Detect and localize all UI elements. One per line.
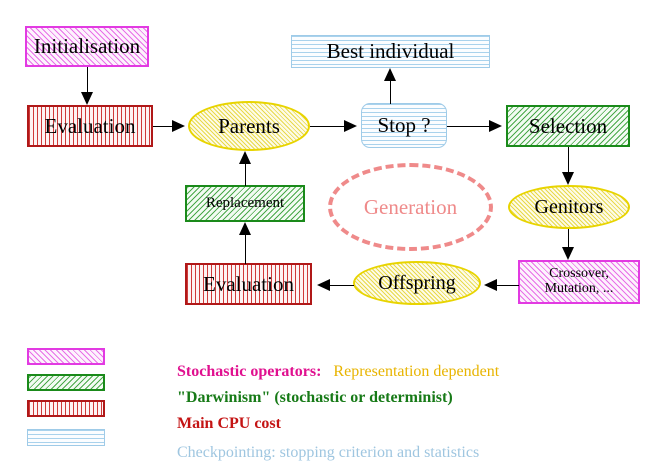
edge-evaluation-to-parents bbox=[153, 126, 175, 127]
edge-stop-to-best-individual bbox=[390, 78, 391, 104]
legend-swatch-stochastic-operators bbox=[27, 348, 105, 365]
node-initialisation[interactable]: Initialisation bbox=[25, 26, 149, 67]
legend-label-main: "Darwinism" (stochastic or determinist) bbox=[177, 389, 453, 406]
node-parents[interactable]: Parents bbox=[188, 101, 310, 151]
node-parents-label: Parents bbox=[218, 113, 280, 138]
legend-row: Checkpointing: stopping criterion and st… bbox=[27, 427, 647, 461]
node-generation-label: Generation bbox=[363, 194, 458, 219]
node-generation: Generation bbox=[328, 163, 493, 251]
legend: Stochastic operators: Representation dep… bbox=[0, 340, 662, 461]
legend-label-stochastic-operators: Stochastic operators: Representation dep… bbox=[145, 345, 499, 399]
legend-label-main-cpu-cost: Main CPU cost bbox=[145, 397, 281, 451]
legend-swatch-main-cpu-cost bbox=[27, 400, 105, 417]
arrowhead-genitors-to-crossover bbox=[562, 247, 574, 260]
edge-selection-to-genitors bbox=[568, 147, 569, 173]
arrowhead-selection-to-genitors bbox=[562, 172, 574, 185]
legend-label-darwinism: "Darwinism" (stochastic or determinist) bbox=[145, 371, 453, 425]
node-crossover-mutation-label: Crossover, Mutation, ... bbox=[544, 266, 614, 296]
node-stop-label: Stop ? bbox=[377, 113, 431, 138]
node-stop[interactable]: Stop ? bbox=[361, 103, 447, 148]
node-selection[interactable]: Selection bbox=[506, 105, 630, 147]
arrowhead-parents-to-stop bbox=[344, 120, 357, 132]
arrowhead-initialisation-to-evaluation bbox=[81, 92, 93, 105]
edge-replacement-to-parents bbox=[245, 163, 246, 186]
arrowhead-evaluation-to-parents bbox=[172, 120, 185, 132]
node-offspring[interactable]: Offspring bbox=[353, 261, 481, 305]
edge-genitors-to-crossover bbox=[568, 229, 569, 249]
edge-crossover-to-offspring bbox=[497, 285, 519, 286]
node-best-individual[interactable]: Best individual bbox=[291, 35, 490, 68]
node-evaluation-top[interactable]: Evaluation bbox=[27, 105, 153, 147]
edge-evaluation-to-replacement bbox=[245, 232, 246, 264]
arrowhead-offspring-to-evaluation bbox=[317, 279, 330, 291]
node-evaluation-bottom[interactable]: Evaluation bbox=[185, 263, 312, 305]
node-replacement-label: Replacement bbox=[205, 194, 285, 211]
legend-label-main: Stochastic operators: bbox=[177, 363, 322, 380]
legend-row: Main CPU cost bbox=[27, 398, 647, 432]
node-initialisation-label: Initialisation bbox=[33, 34, 141, 59]
node-offspring-label: Offspring bbox=[378, 271, 456, 294]
node-evaluation-top-label: Evaluation bbox=[44, 113, 136, 138]
legend-swatch-checkpointing bbox=[27, 429, 105, 446]
legend-label-sub: Representation dependent bbox=[321, 363, 500, 380]
arrowhead-stop-to-best-individual bbox=[384, 68, 396, 81]
legend-swatch-darwinism bbox=[27, 374, 105, 391]
legend-label-main: Checkpointing: stopping criterion and st… bbox=[177, 444, 480, 461]
edge-initialisation-to-evaluation bbox=[87, 67, 88, 95]
legend-label-checkpointing: Checkpointing: stopping criterion and st… bbox=[145, 426, 479, 471]
edge-parents-to-stop bbox=[310, 126, 346, 127]
node-genitors[interactable]: Genitors bbox=[508, 185, 630, 229]
legend-label-main: Main CPU cost bbox=[177, 415, 281, 432]
arrowhead-replacement-to-parents bbox=[239, 151, 251, 164]
node-crossover-mutation[interactable]: Crossover, Mutation, ... bbox=[518, 260, 640, 304]
node-best-individual-label: Best individual bbox=[326, 39, 455, 64]
legend-row: "Darwinism" (stochastic or determinist) bbox=[27, 372, 647, 406]
node-evaluation-bottom-label: Evaluation bbox=[203, 271, 294, 296]
arrowhead-crossover-to-offspring bbox=[484, 279, 497, 291]
arrowhead-stop-to-selection bbox=[489, 120, 502, 132]
arrowhead-evaluation-to-replacement bbox=[239, 222, 251, 235]
node-replacement[interactable]: Replacement bbox=[185, 185, 305, 222]
node-selection-label: Selection bbox=[528, 113, 608, 138]
node-genitors-label: Genitors bbox=[534, 195, 604, 218]
edge-stop-to-selection bbox=[447, 126, 491, 127]
legend-row: Stochastic operators: Representation dep… bbox=[27, 346, 647, 380]
edge-offspring-to-evaluation bbox=[330, 285, 354, 286]
